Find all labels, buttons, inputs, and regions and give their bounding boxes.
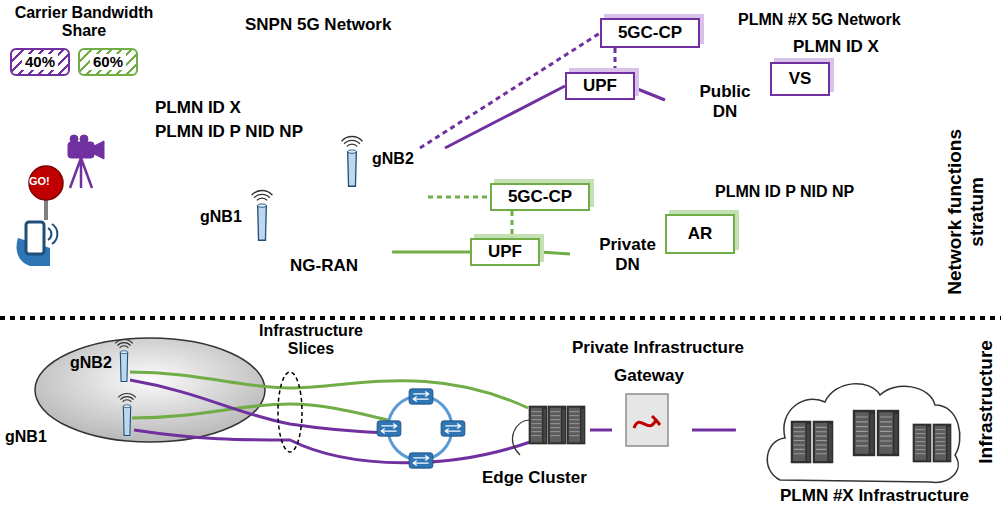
connector	[392, 251, 470, 254]
legend-label: 60%	[90, 54, 126, 71]
node-label: Public DN	[690, 82, 760, 121]
text-label: PLMN ID P NID NP	[155, 122, 303, 142]
text-label: gNB2	[70, 354, 112, 372]
legend-swatch: 60%	[78, 48, 138, 76]
connector	[614, 48, 617, 72]
cloud-outline	[672, 74, 779, 134]
plane-outline	[8, 5, 905, 305]
text-label: PLMN ID X	[155, 98, 241, 118]
connector	[540, 252, 570, 254]
function-box: 5GC-CP	[490, 183, 590, 211]
ran-plane: NG-RAN	[88, 148, 460, 292]
text-label: Carrier Bandwidth Share	[4, 4, 164, 41]
function-box: UPF	[565, 72, 635, 100]
node-label: VS	[789, 69, 812, 89]
plane-outline	[8, 335, 765, 508]
outline	[88, 148, 460, 292]
function-box: 5GC-CP	[600, 18, 700, 48]
node-label: PLMN #X 5G Network	[738, 10, 901, 29]
connector	[445, 86, 565, 148]
app-box: VS	[770, 62, 830, 96]
infrastructure-plane: Private InfrastructureEdge Cluster Gatewa…	[8, 335, 765, 508]
network-plane: SNPN 5G NetworkNG-RAN PLMN ID P NID NP 5GC…	[8, 5, 908, 305]
outline	[712, 335, 998, 508]
text-label: GO!	[29, 175, 50, 188]
stratum-label: Network functions stratum	[944, 112, 988, 312]
connector	[692, 429, 736, 432]
node-label: Edge Cluster	[482, 468, 587, 488]
connector	[511, 211, 514, 238]
text-label: gNB2	[372, 150, 414, 168]
text-label: gNB1	[200, 208, 242, 226]
node-label: 5GC-CP	[508, 187, 572, 207]
node-label: PLMN #X Infrastructure	[780, 486, 969, 506]
slice-plane: PLMN ID P NID NP 5GC-CP UPF Private DN AR	[369, 175, 905, 305]
text-label: Infrastructure Slices	[236, 322, 386, 359]
outline	[8, 335, 765, 508]
plane-outline	[712, 335, 940, 508]
node-label: NG-RAN	[290, 256, 358, 276]
node-label: SNPN 5G Network	[245, 15, 391, 35]
gateway: Gateway	[612, 364, 692, 454]
edge-cluster: Edge Cluster	[450, 392, 590, 492]
node-label: 5GC-CP	[618, 23, 682, 43]
node-label: PLMN ID P NID NP	[712, 182, 857, 201]
node-label: UPF	[583, 76, 617, 96]
plane-fill	[88, 148, 460, 292]
connector	[635, 88, 665, 100]
plane-outline	[455, 5, 998, 175]
cloud-outline	[577, 228, 680, 286]
node-label: Private Infrastructure	[572, 338, 744, 358]
infrastructure-plane: PLMN #X Infrastructure	[712, 335, 998, 508]
stratum-label: Infrastructure	[975, 327, 997, 477]
data-network-cloud: Public DN	[665, 68, 785, 136]
slice-plane: PLMN #X 5G NetworkPLMN ID X 5GC-CP UPF Publ…	[455, 5, 998, 175]
node-label: Gateway	[614, 366, 684, 386]
plane-fill	[379, 181, 895, 299]
app-box: AR	[665, 214, 735, 254]
outline	[8, 5, 908, 305]
text-label: gNB1	[5, 428, 47, 446]
node-label: Private DN	[593, 235, 663, 274]
plane-fill	[465, 37, 971, 169]
connector	[590, 429, 612, 432]
node-label: PLMN ID X	[790, 37, 882, 57]
legend-swatch: 40%	[10, 48, 70, 76]
node-label: AR	[688, 224, 713, 244]
ran-area	[105, 158, 444, 282]
legend-label: 40%	[22, 54, 58, 71]
connector	[428, 196, 490, 199]
function-box: UPF	[470, 238, 540, 266]
plane-outline	[369, 175, 905, 305]
node-label: UPF	[488, 242, 522, 262]
